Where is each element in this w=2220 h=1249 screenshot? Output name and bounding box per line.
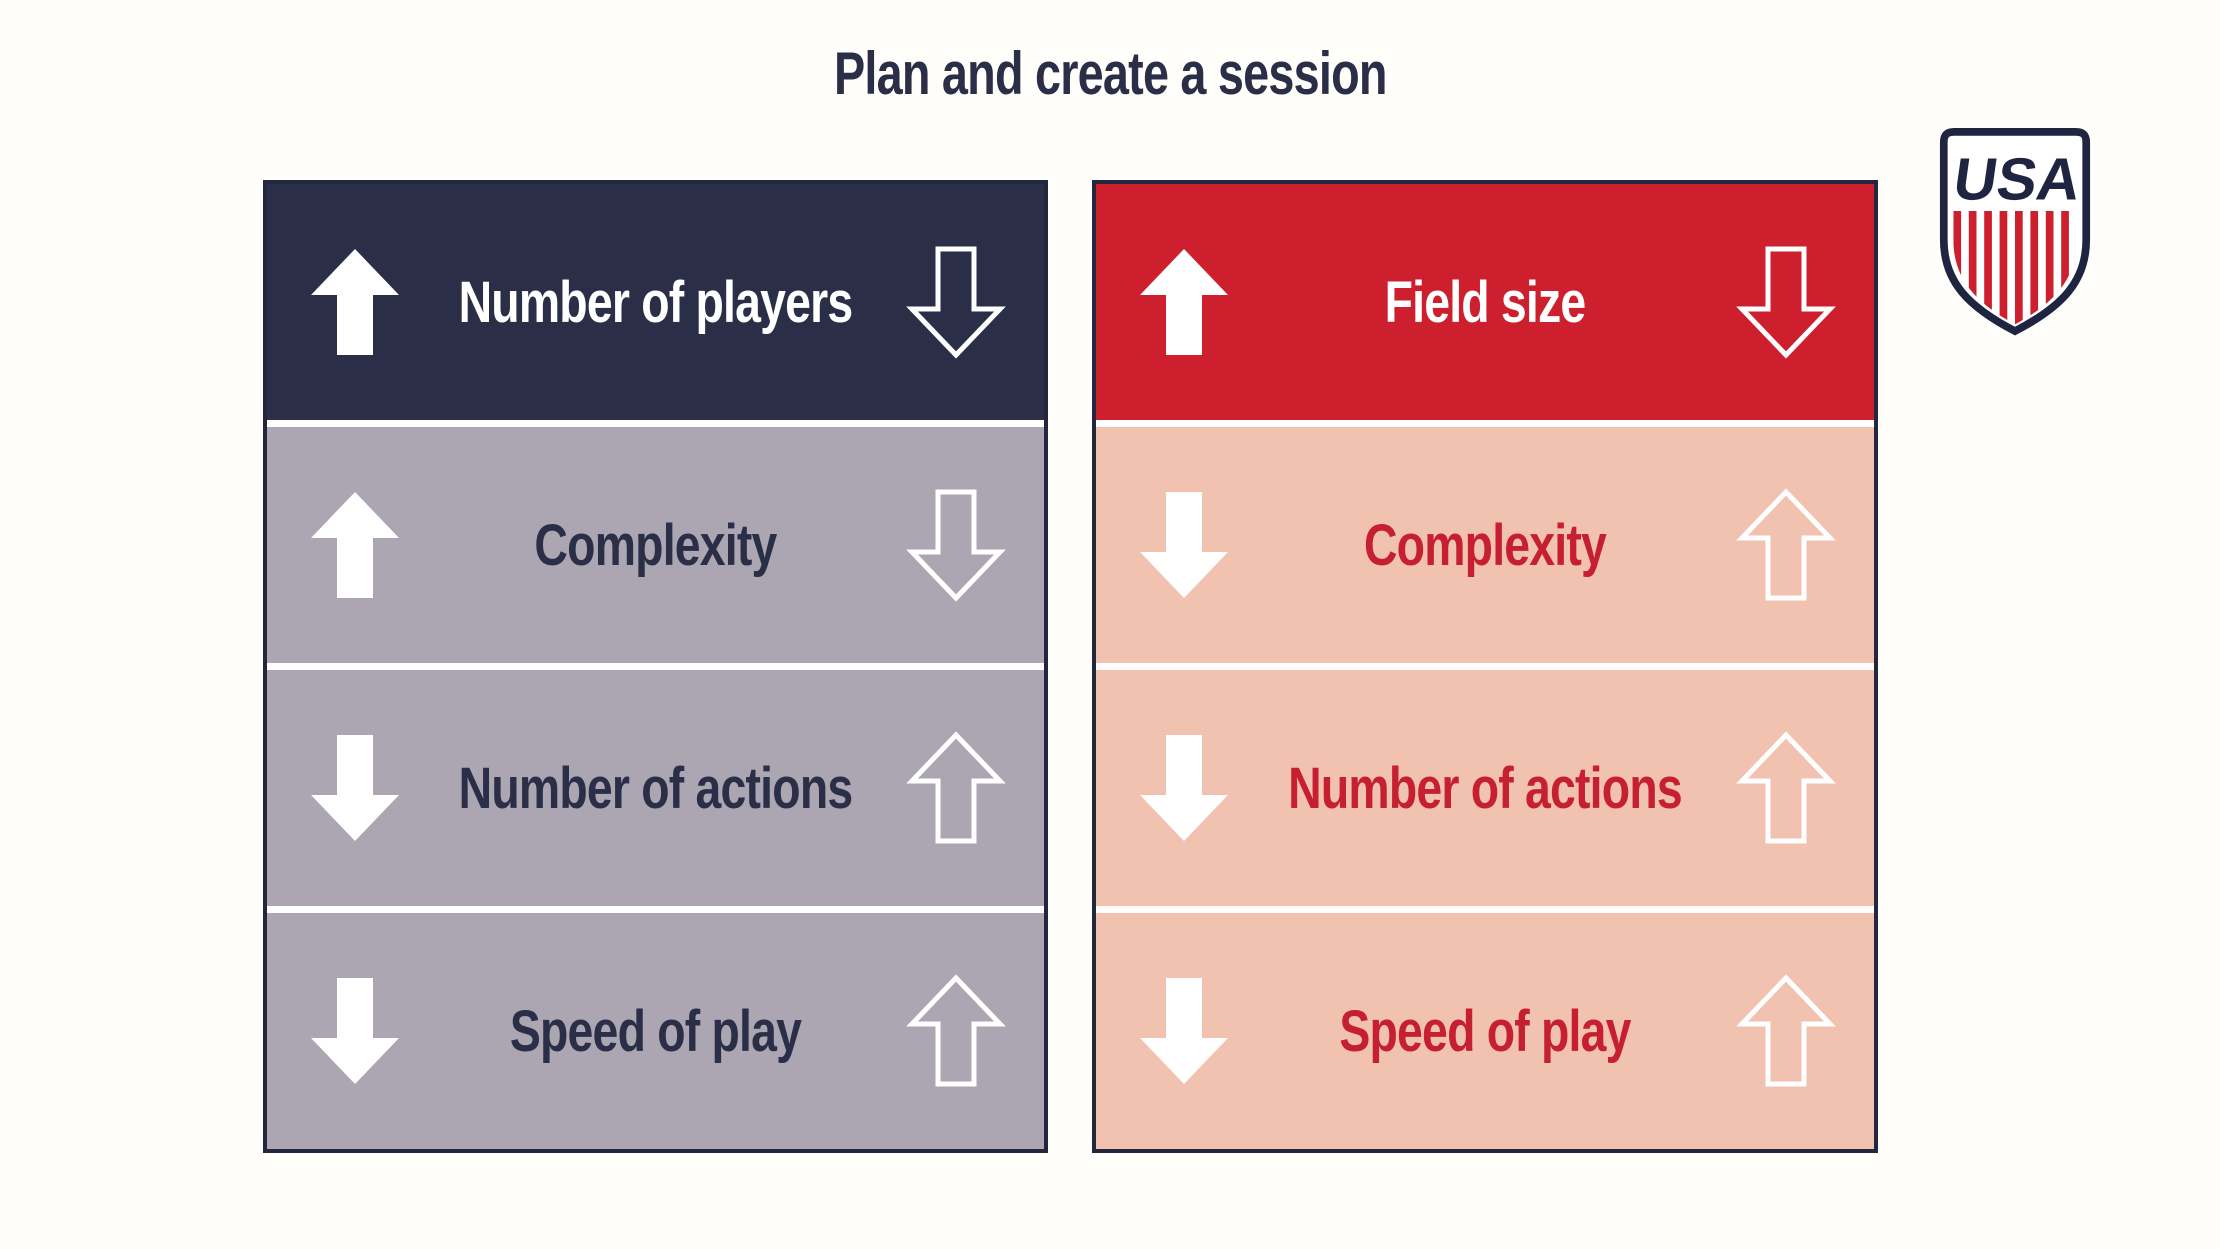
row-label: Speed of play	[509, 998, 802, 1064]
row-number-of-actions: Number of actions	[1096, 670, 1874, 906]
row-label: Speed of play	[1339, 998, 1631, 1064]
arrow-up-filled-icon	[311, 249, 399, 355]
page-title: Plan and create a session	[0, 44, 2220, 104]
row-speed-of-play: Speed of play	[1096, 913, 1874, 1149]
row-complexity: Complexity	[267, 427, 1044, 663]
row-label: Complexity	[1363, 512, 1607, 578]
arrow-down-outline-icon	[1736, 246, 1836, 359]
arrow-down-outline-icon	[906, 246, 1006, 359]
arrow-up-outline-icon	[906, 731, 1006, 844]
row-label: Number of players	[458, 269, 854, 335]
arrow-up-filled-icon	[311, 492, 399, 598]
row-label: Number of actions	[1288, 755, 1683, 821]
arrow-down-filled-icon	[1140, 978, 1228, 1084]
arrow-up-outline-icon	[906, 974, 1006, 1087]
row-field-size: Field size	[1096, 184, 1874, 420]
column-field-size: Field size Complexity Number of actions …	[1092, 180, 1878, 1153]
arrow-down-filled-icon	[311, 978, 399, 1084]
arrow-down-filled-icon	[311, 735, 399, 841]
arrow-up-filled-icon	[1140, 249, 1228, 355]
row-label: Complexity	[534, 512, 777, 578]
row-label: Field size	[1384, 269, 1587, 335]
arrow-down-outline-icon	[906, 489, 1006, 602]
arrow-down-filled-icon	[1140, 492, 1228, 598]
crest-usa-text: USA	[1950, 146, 2085, 213]
arrow-up-outline-icon	[1736, 731, 1836, 844]
row-complexity: Complexity	[1096, 427, 1874, 663]
arrow-up-outline-icon	[1736, 974, 1836, 1087]
arrow-up-outline-icon	[1736, 488, 1836, 601]
row-speed-of-play: Speed of play	[267, 913, 1044, 1149]
column-number-of-players: Number of players Complexity Number of a…	[263, 180, 1048, 1153]
usa-crest-logo: USA	[1938, 126, 2092, 338]
row-number-of-players: Number of players	[267, 184, 1044, 420]
arrow-down-filled-icon	[1140, 735, 1228, 841]
page-title-text: Plan and create a session	[833, 40, 1388, 107]
row-label: Number of actions	[458, 755, 854, 821]
row-number-of-actions: Number of actions	[267, 670, 1044, 906]
